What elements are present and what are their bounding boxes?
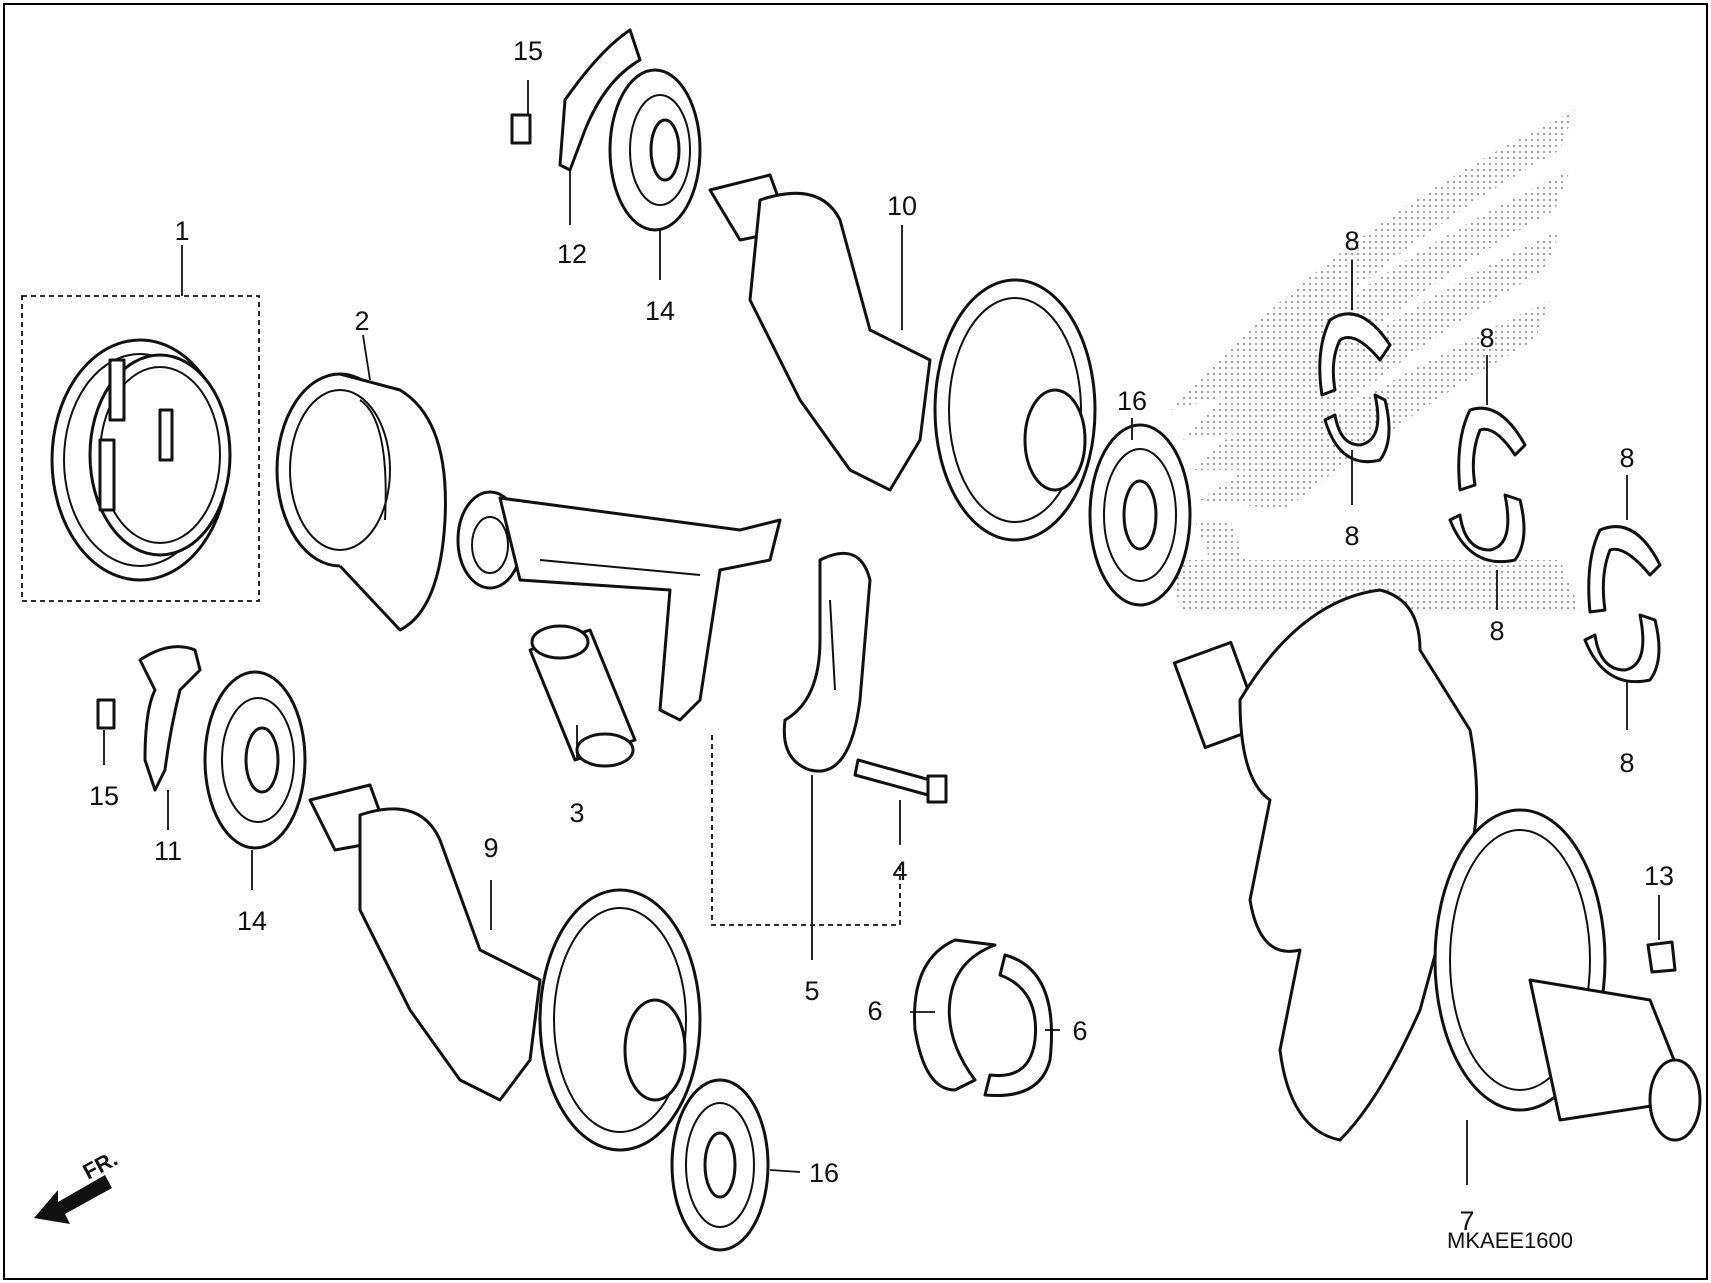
piston-ring-set bbox=[21, 295, 260, 602]
callout-16-upper: 16 bbox=[1117, 386, 1147, 416]
front-direction-indicator: FR. bbox=[34, 1146, 122, 1224]
callout-6-left: 6 bbox=[867, 996, 882, 1026]
piston bbox=[275, 372, 447, 632]
balancer-shaft-upper bbox=[708, 173, 1097, 542]
crankshaft bbox=[1172, 588, 1702, 1142]
callout-3: 3 bbox=[569, 798, 584, 828]
bearing-lower-right bbox=[670, 1078, 770, 1252]
brand-wing-watermark bbox=[1170, 110, 1580, 610]
callout-labels: 1 2 3 4 5 6 6 7 8 8 8 8 8 8 9 10 11 12 1… bbox=[89, 36, 1674, 1236]
main-bearing-shells bbox=[1318, 312, 1662, 684]
callout-15-upper: 15 bbox=[513, 36, 543, 66]
front-arrow-icon bbox=[34, 1175, 112, 1224]
bolt-upper bbox=[510, 113, 532, 145]
callout-14-lower: 14 bbox=[237, 906, 267, 936]
callout-2: 2 bbox=[354, 306, 369, 336]
callout-13: 13 bbox=[1644, 861, 1674, 891]
callout-11: 11 bbox=[154, 836, 182, 866]
connecting-rod bbox=[456, 490, 782, 722]
callout-8-a: 8 bbox=[1344, 226, 1359, 256]
callout-12: 12 bbox=[557, 239, 587, 269]
setting-plate-upper bbox=[558, 28, 642, 172]
callout-8-e: 8 bbox=[1619, 443, 1634, 473]
callout-6-right: 6 bbox=[1072, 1016, 1087, 1046]
bearing-lower bbox=[203, 670, 307, 850]
callout-1: 1 bbox=[174, 216, 189, 246]
callout-10: 10 bbox=[887, 191, 917, 221]
callout-8-c: 8 bbox=[1479, 323, 1494, 353]
bearing-upper bbox=[608, 68, 702, 232]
leader-lines bbox=[103, 80, 1660, 1185]
rod-cap bbox=[782, 551, 872, 773]
callout-8-f: 8 bbox=[1619, 748, 1634, 778]
callout-9: 9 bbox=[483, 833, 498, 863]
front-label: FR. bbox=[79, 1146, 122, 1185]
diagram-code: MKAEE1600 bbox=[1447, 1228, 1573, 1253]
outer-frame bbox=[3, 3, 1708, 1280]
callout-7: 7 bbox=[1459, 1206, 1474, 1236]
callout-14-upper: 14 bbox=[645, 296, 675, 326]
piston-pin bbox=[528, 624, 637, 768]
bolt-lower bbox=[96, 698, 116, 730]
woodruff-key bbox=[1646, 940, 1677, 974]
callout-8-b: 8 bbox=[1344, 521, 1359, 551]
callout-4: 4 bbox=[892, 856, 907, 886]
callout-15-lower: 15 bbox=[89, 781, 119, 811]
bearing-upper-right bbox=[1088, 423, 1192, 607]
callout-16-lower: 16 bbox=[809, 1158, 839, 1188]
crank-bearing-pair bbox=[913, 938, 1054, 1098]
callout-5: 5 bbox=[804, 976, 819, 1006]
balancer-shaft-lower bbox=[308, 783, 702, 1152]
setting-plate-lower bbox=[138, 645, 202, 792]
rod-bolt bbox=[853, 758, 948, 804]
callout-8-d: 8 bbox=[1489, 616, 1504, 646]
